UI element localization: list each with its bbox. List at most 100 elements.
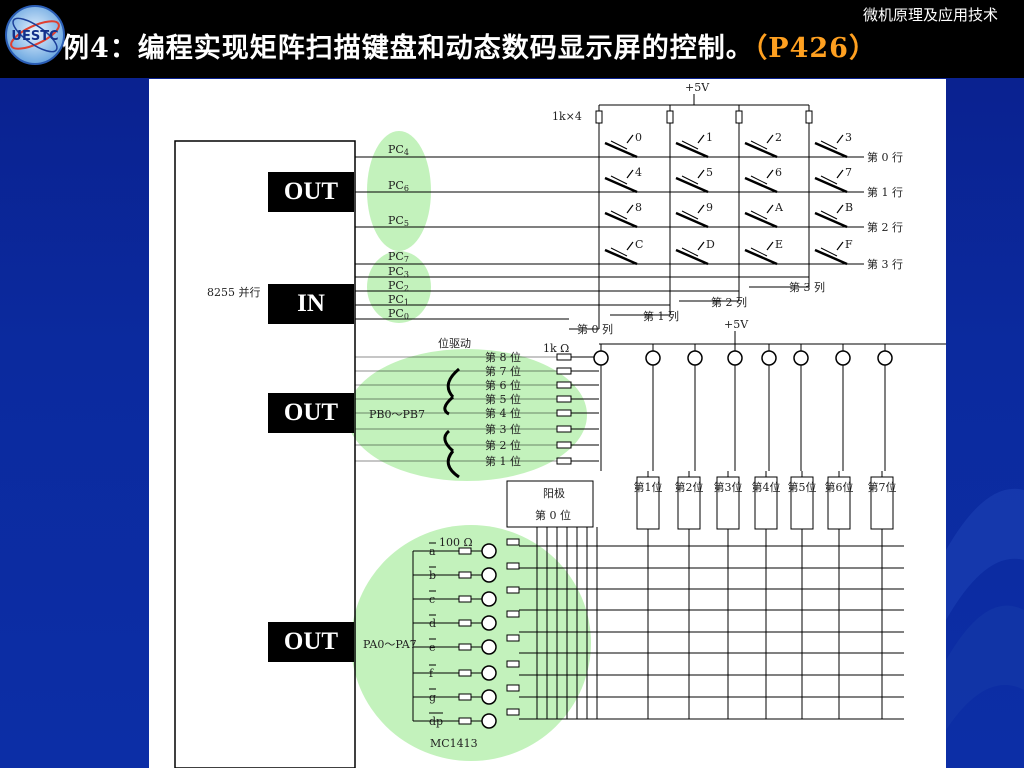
- slide-title-text: 例4：编程实现矩阵扫描键盘和动态数码显示屏的控制。: [62, 33, 754, 64]
- key-label: C: [635, 238, 643, 251]
- key-label: 9: [706, 201, 713, 214]
- display-digit-label: 第2位: [675, 480, 704, 494]
- key-switch: 6: [744, 166, 782, 194]
- row-label: 第 0 行: [867, 150, 903, 164]
- bit-resistor: [556, 425, 572, 433]
- bit-resistor: [556, 353, 572, 361]
- display-digit-label: 第6位: [825, 480, 854, 494]
- display-digit-label: 第4位: [752, 480, 781, 494]
- key-switch: 3: [814, 131, 852, 159]
- pc-port-label: PC5: [388, 214, 409, 228]
- column-0-label: 第 0 列: [577, 322, 613, 336]
- display-digit: 第6位: [825, 471, 854, 530]
- row-label: 第 2 行: [867, 220, 903, 234]
- display-digit: 第5位: [788, 471, 817, 530]
- circuit-figure: 8255 并行 +5V 1k×4 第 0 行第 1 行第 2 行第 3 行 0 1…: [149, 79, 946, 768]
- pc-high-highlight: [367, 131, 431, 251]
- segment-resistor-label: 100 Ω: [439, 536, 473, 549]
- bit-resistor-label: 1k Ω: [543, 342, 569, 355]
- display-digit-label: 第5位: [788, 480, 817, 494]
- bit-transistor: [877, 344, 893, 471]
- bit-resistor: [556, 381, 572, 389]
- digit-select-lines: 第 8 位第 7 位第 6 位第 5 位第 4 位第 3 位第 2 位第 1 位: [355, 350, 599, 468]
- display-supply-label: +5V: [724, 318, 749, 331]
- key-label: 5: [706, 166, 713, 179]
- pc-port-label: PC0: [388, 307, 409, 321]
- keyboard-supply-label: +5V: [685, 81, 710, 94]
- segment-driver: d: [413, 610, 520, 631]
- bit-transistor: [793, 344, 809, 471]
- key-switch: 0: [604, 131, 642, 159]
- pc-port-label: PC2: [388, 279, 409, 293]
- key-switch: F: [814, 238, 853, 266]
- pc-high-direction-tag: OUT: [268, 172, 354, 212]
- row-label: 第 1 行: [867, 185, 903, 199]
- segment-driver: b: [413, 562, 520, 583]
- port-highlights: [347, 131, 591, 761]
- segment-driver: g: [413, 684, 520, 705]
- key-switch: 8: [604, 201, 642, 229]
- driver-chip-label: MC1413: [430, 737, 478, 750]
- pb-port-label: PB0～PB7: [369, 408, 425, 421]
- segment-driver: f: [413, 660, 520, 681]
- segment-driver: dp: [413, 708, 520, 729]
- segment-driver: a: [413, 538, 520, 559]
- anode-digit-0: [506, 480, 594, 528]
- pc-port-label: PC4: [388, 143, 409, 157]
- segment-driver: e: [413, 634, 520, 655]
- key-label: 4: [635, 166, 642, 179]
- key-switch: 7: [814, 166, 852, 194]
- pa-direction-tag: OUT: [268, 622, 354, 662]
- pullup-resistor: [735, 110, 743, 124]
- pb-brace-upper: [443, 367, 460, 416]
- title-bar: 微机原理及应用技术 例4：编程实现矩阵扫描键盘和动态数码显示屏的控制。（P426…: [0, 0, 1024, 78]
- bit-transistor: [593, 344, 609, 471]
- key-switch: 5: [675, 166, 713, 194]
- bit-resistor: [556, 409, 572, 417]
- key-label: 0: [635, 131, 642, 144]
- key-switch: D: [675, 238, 715, 266]
- segment-drivers: abcdefg dp: [412, 538, 520, 729]
- key-label: D: [706, 238, 715, 251]
- pullup-resistor-label: 1k×4: [552, 110, 582, 123]
- key-label: 1: [706, 131, 713, 144]
- keyboard-row-lines: 第 0 行第 1 行第 2 行第 3 行: [355, 150, 903, 271]
- bit-transistor: [727, 344, 743, 471]
- chip-8255: [174, 140, 356, 768]
- pc-port-label: PC1: [388, 293, 409, 307]
- bit-transistor: [645, 344, 661, 471]
- pc-port-label: PC7: [388, 250, 409, 264]
- key-switch: C: [604, 238, 643, 266]
- row-label: 第 3 行: [867, 257, 903, 271]
- circuit-diagram: 8255 并行 +5V 1k×4 第 0 行第 1 行第 2 行第 3 行 0 1…: [174, 81, 946, 768]
- bit-transistor: [687, 344, 703, 471]
- display-digit: 第1位: [634, 471, 663, 530]
- key-switch: E: [744, 238, 783, 266]
- course-name: 微机原理及应用技术: [862, 6, 998, 24]
- display-digit-label: 第3位: [714, 480, 743, 494]
- bit-resistor: [556, 457, 572, 465]
- segment-bus-lines: [519, 527, 904, 720]
- pb-direction-tag: OUT: [268, 393, 354, 433]
- pb-brace-lower: [443, 429, 460, 479]
- display-digit: 第2位: [675, 471, 704, 530]
- bit-resistor: [556, 441, 572, 449]
- segment-driver: c: [413, 586, 520, 607]
- display-digit: 第3位: [714, 471, 743, 530]
- display-digit-label: 第1位: [634, 480, 663, 494]
- anode-label: 阳极: [543, 486, 565, 500]
- key-switch: A: [744, 201, 784, 229]
- bit-transistor: [761, 344, 777, 471]
- bit-resistor: [556, 367, 572, 375]
- key-label: 7: [845, 166, 852, 179]
- pc-low-direction-tag: IN: [268, 284, 354, 324]
- chip-8255-label: 8255 并行: [207, 285, 261, 299]
- key-label: A: [774, 201, 784, 214]
- anode-digit-label: 第 0 位: [535, 508, 571, 522]
- bit-transistor: [835, 344, 851, 471]
- key-switch: 2: [744, 131, 782, 159]
- pc-port-label: PC3: [388, 265, 409, 279]
- pa-port-label: PA0～PA7: [363, 638, 417, 651]
